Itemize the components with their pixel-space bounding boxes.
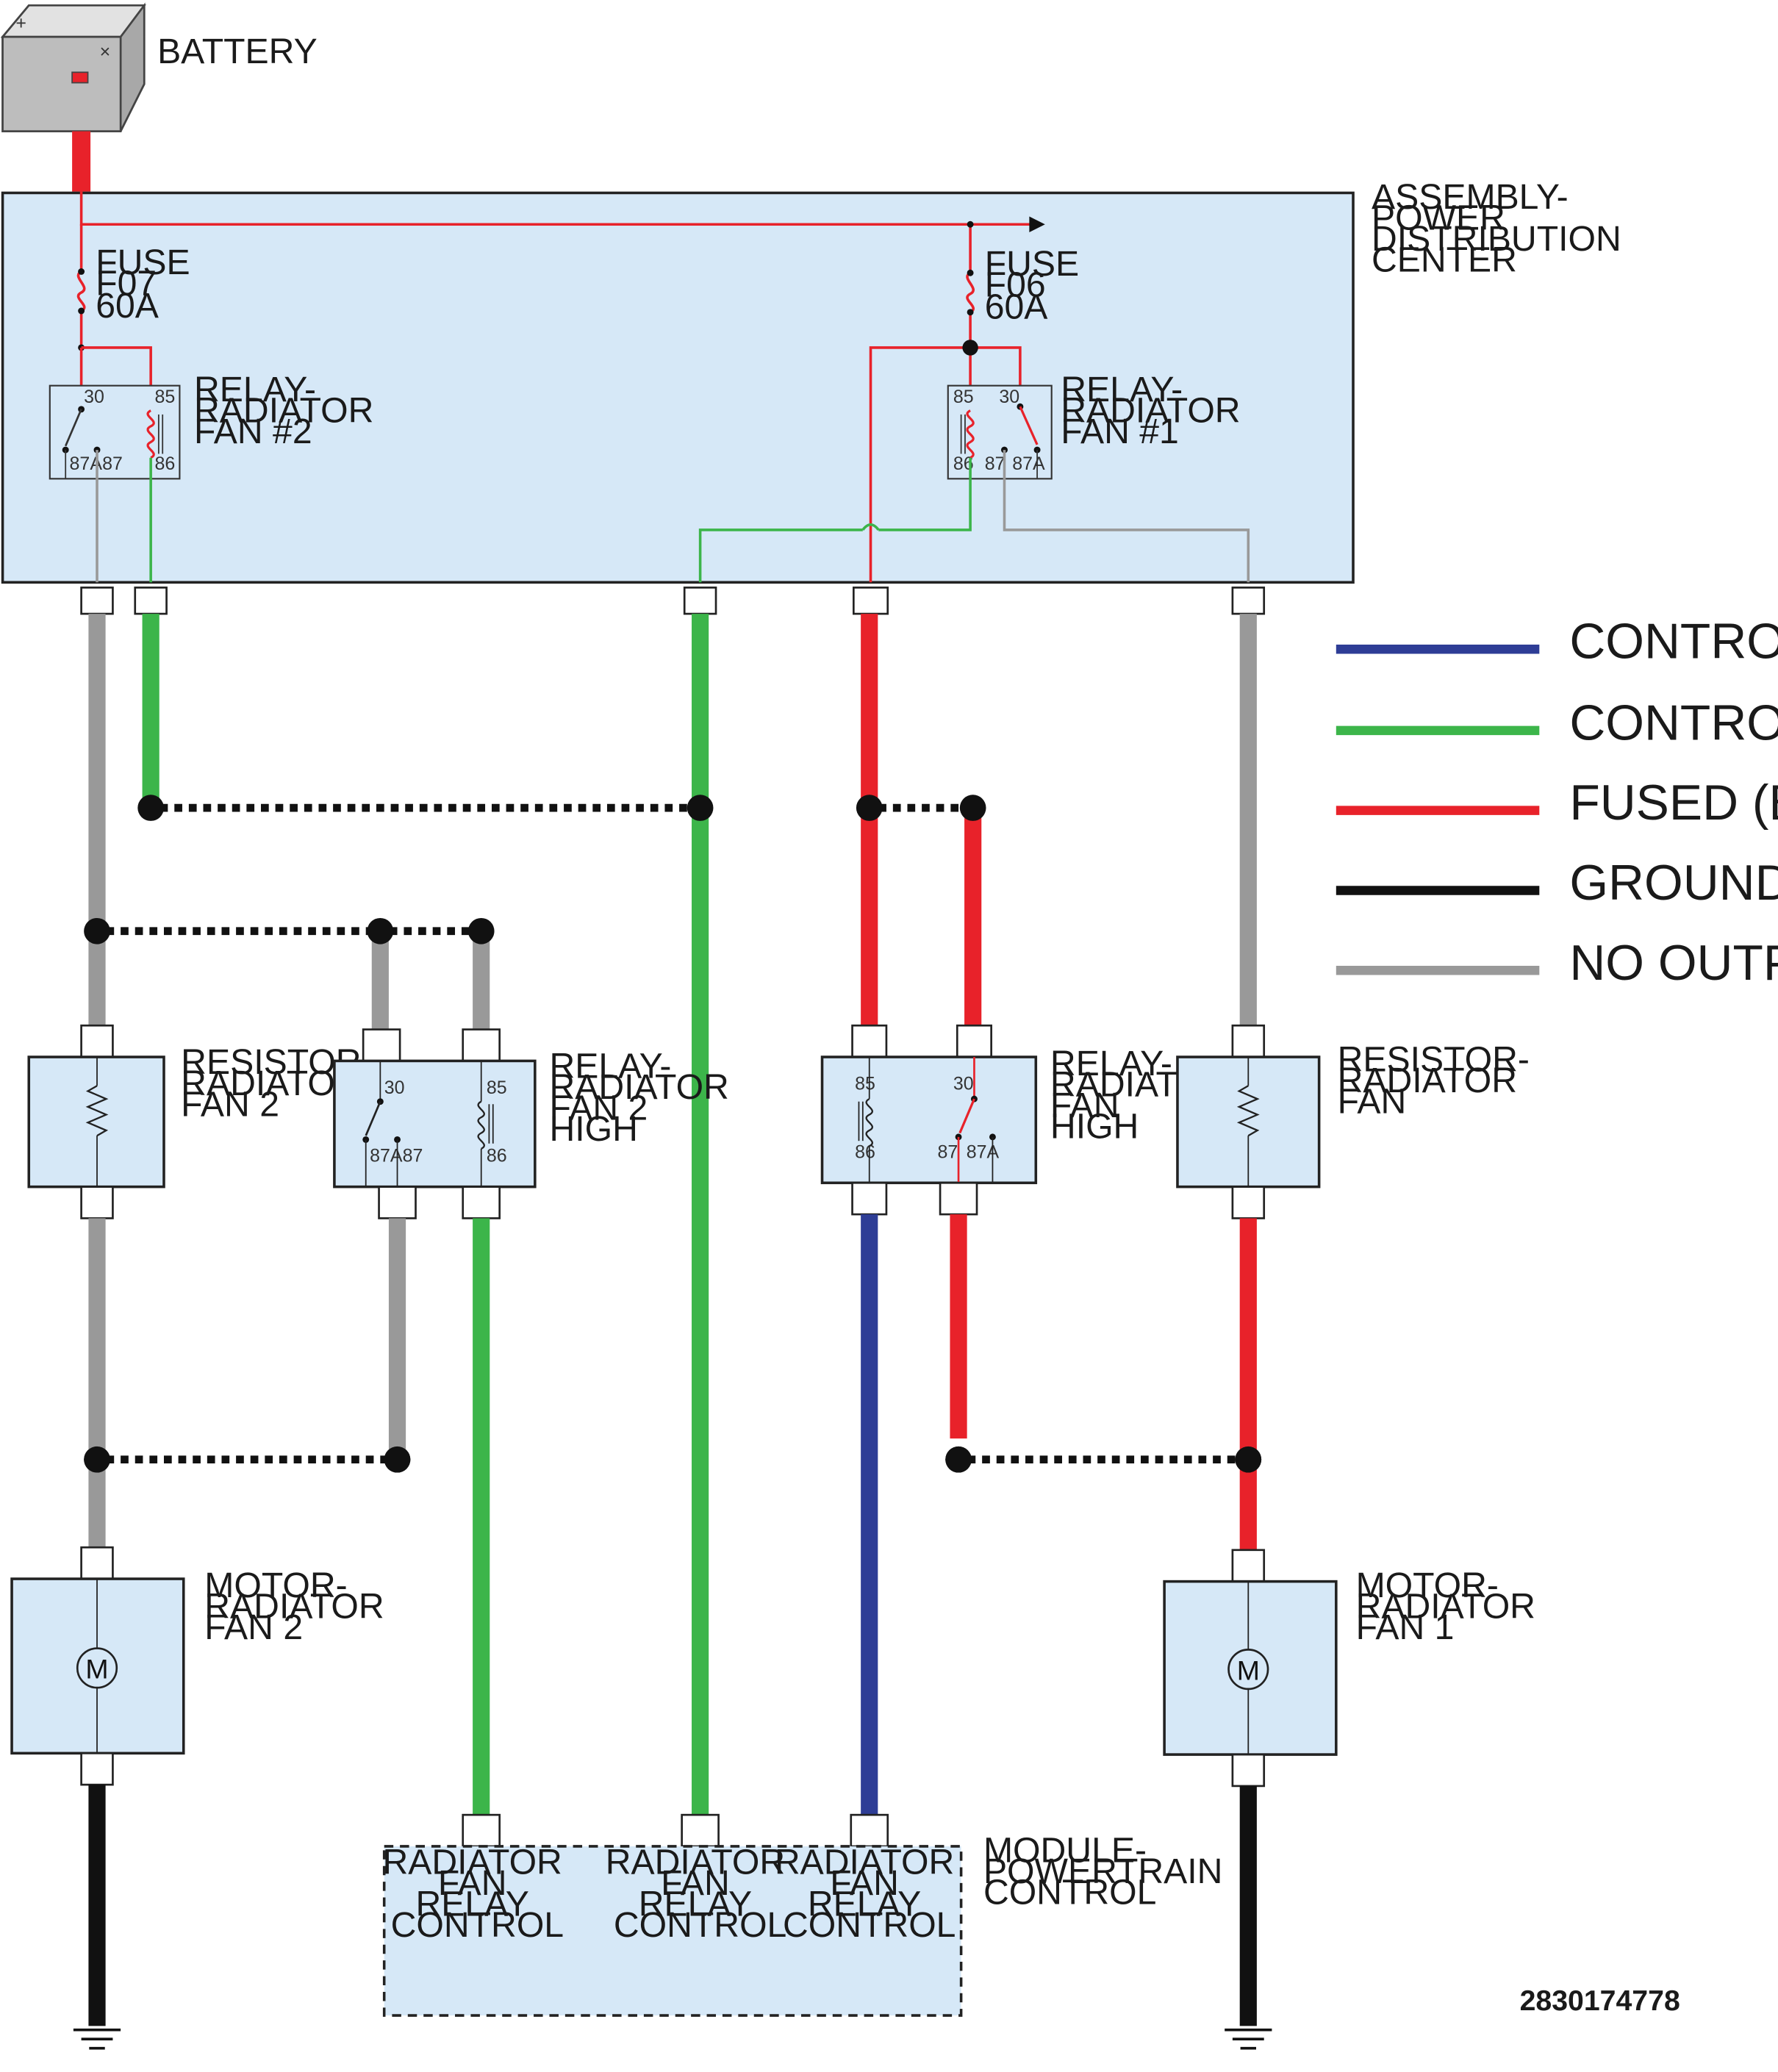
battery-icon: + × xyxy=(0,2,146,132)
module-powertrain-control xyxy=(382,1845,963,2017)
legend: CONTROL ON CONTROL OFF FUSED (B+) GROUND… xyxy=(1336,614,1778,991)
motor-fan2-symbol: M xyxy=(85,1654,108,1685)
fuse-f06-label: FUSE F06 60A xyxy=(985,244,1089,327)
svg-text:87: 87 xyxy=(985,454,1005,474)
motor-fan1-symbol: M xyxy=(1237,1655,1260,1685)
legend-label: CONTROL ON xyxy=(1569,614,1778,670)
legend-label: GROUND xyxy=(1569,856,1778,911)
svg-text:85: 85 xyxy=(855,1074,875,1094)
motor-fan1-label: MOTOR- RADIATOR FAN 1 xyxy=(1356,1566,1546,1647)
resistor-radiator-fan-2 xyxy=(27,1055,165,1189)
fuse-f06-icon xyxy=(966,221,975,348)
svg-text:85: 85 xyxy=(155,387,176,407)
svg-text:87: 87 xyxy=(403,1146,423,1166)
relay-radiator-fan-2: 30 85 87A 87 86 xyxy=(49,384,181,583)
fuse-f07-icon xyxy=(76,224,86,351)
svg-text:30: 30 xyxy=(384,1078,405,1098)
pdc-label: ASSEMBLY- POWER DISTRIBUTION CENTER xyxy=(1372,177,1631,280)
bus-arrow-icon xyxy=(1029,216,1045,232)
pcm-pin-label: RADIATOR FAN RELAY CONTROL xyxy=(382,1842,572,1945)
svg-text:87A: 87A xyxy=(967,1141,1000,1162)
svg-text:87: 87 xyxy=(938,1141,958,1162)
svg-text:85: 85 xyxy=(487,1078,507,1098)
document-id: 2830174778 xyxy=(1520,1985,1680,2017)
relay-fan2-high-label: RELAY- RADIATOR FAN 2 HIGH xyxy=(549,1047,739,1150)
relay-fan1-label: RELAY- RADIATOR FAN #1 xyxy=(1061,370,1250,451)
svg-text:86: 86 xyxy=(487,1146,507,1166)
fuse-f07-label: FUSE F07 60A xyxy=(96,243,200,326)
legend-label: NO OUTPUT xyxy=(1569,936,1778,991)
battery-label: BATTERY xyxy=(157,32,318,71)
svg-text:30: 30 xyxy=(999,387,1019,407)
svg-text:87: 87 xyxy=(102,454,123,474)
relay-radiator-fan-2-high: 30 85 87A 87 86 xyxy=(333,1059,537,1189)
resistor-fan-label: RESISTOR- RADIATOR FAN xyxy=(1338,1040,1540,1122)
relay-radiator-fan-1: 85 30 86 87 87A xyxy=(947,384,1053,480)
relay-radiator-fan-high: 85 30 86 87 87A xyxy=(820,1055,1038,1185)
svg-text:30: 30 xyxy=(953,1074,974,1094)
power-distribution-center xyxy=(1,191,1355,584)
pcm-pin-label: RADIATOR FAN RELAY CONTROL xyxy=(606,1842,795,1945)
svg-text:30: 30 xyxy=(84,387,104,407)
legend-label: CONTROL OFF xyxy=(1569,695,1778,750)
motor-fan2-label: MOTOR- RADIATOR FAN 2 xyxy=(204,1566,394,1647)
svg-text:×: × xyxy=(100,42,111,62)
svg-text:+: + xyxy=(15,12,26,33)
resistor-radiator-fan xyxy=(1176,1055,1321,1189)
pcm-pin-label: RADIATOR FAN RELAY CONTROL xyxy=(775,1842,964,1945)
svg-text:85: 85 xyxy=(953,387,974,407)
svg-text:87A: 87A xyxy=(1012,454,1045,474)
svg-text:86: 86 xyxy=(155,454,176,474)
relay-fan2-label: RELAY- RADIATOR FAN #2 xyxy=(194,370,384,451)
motor-radiator-fan-1: M xyxy=(1163,1580,1338,1756)
motor-radiator-fan-2: M xyxy=(10,1577,185,1755)
pcm-label: MODULE- POWERTRAIN CONTROL xyxy=(983,1830,1233,1912)
legend-label: FUSED (B+) xyxy=(1569,775,1778,831)
ground-icon xyxy=(73,2028,121,2050)
ground-icon xyxy=(1225,2028,1272,2050)
resistor-fan2-label: RESISTOR- RADIATOR FAN 2 xyxy=(181,1042,383,1124)
